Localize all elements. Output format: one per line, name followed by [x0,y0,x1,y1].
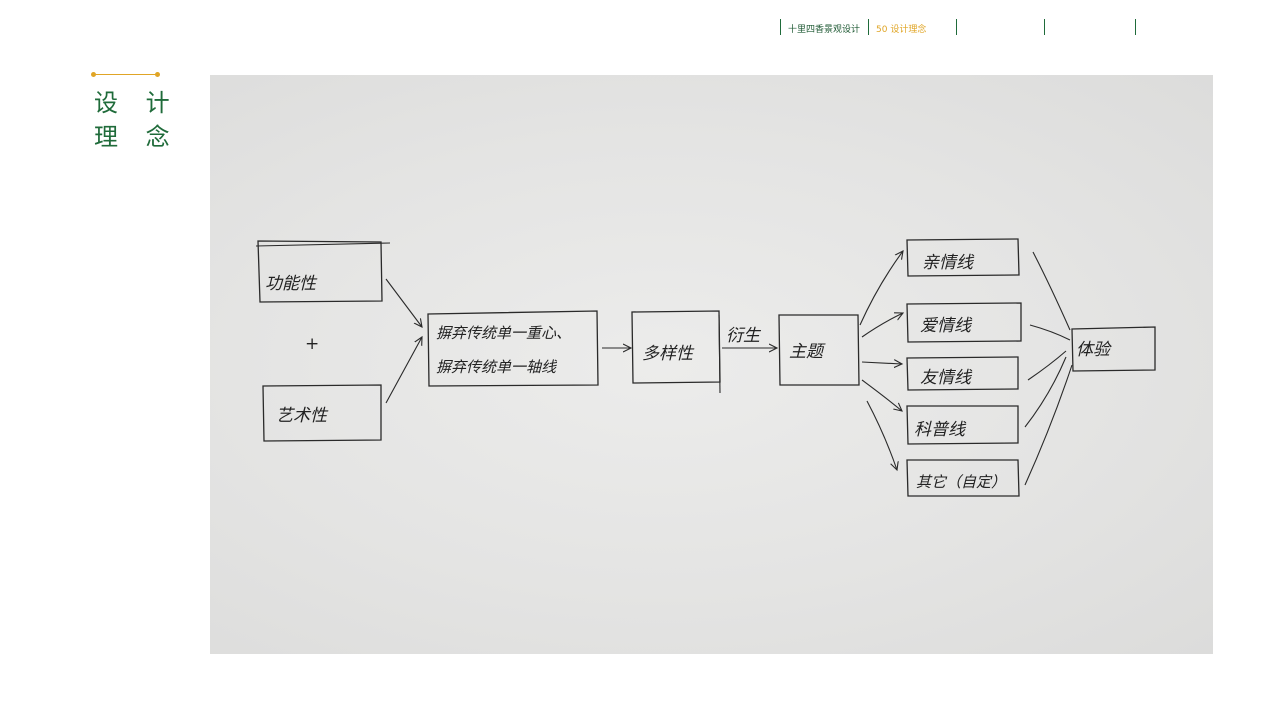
arrow [861,362,902,364]
arrow [861,313,903,338]
converge-line [1024,364,1073,486]
nav-item-project[interactable]: 十里四香景观设计 [788,25,861,35]
box-diversity-label: 多样性 [642,344,695,364]
plus-sign: + [305,334,319,354]
nav-separator [1044,19,1045,35]
center-text-line1: 摒弃传统单一重心、 [436,324,571,342]
page-title-line1: 设 计 [94,89,180,117]
nav-separator [780,19,781,35]
box-artistry: 艺术性 [262,384,382,442]
nav-separator [1135,19,1136,35]
nav-item-design-concept[interactable]: 50 设计理念 [876,25,927,35]
arrow [385,278,422,327]
concept-sketch-photo: 功能性 + 艺术性 摒弃传统单一重心、 摒弃传统单一轴线 多样性 [210,75,1213,654]
title-accent-dot [91,72,96,77]
branch-love-line: 爱情线 [906,302,1022,343]
arrow [861,379,902,411]
branch-label: 亲情线 [922,253,975,273]
box-theme: 主题 [778,314,860,386]
arrow [866,400,897,470]
converge-line [1027,350,1067,381]
box-experience: 体验 [1071,326,1156,372]
branch-friendship-line: 友情线 [906,356,1019,391]
box-diversity: 多样性 [631,310,721,394]
branch-science-line: 科普线 [906,405,1019,445]
arrow [385,337,422,404]
branch-label: 其它（自定） [916,473,1006,491]
concept-flow-diagram: 功能性 + 艺术性 摒弃传统单一重心、 摒弃传统单一轴线 多样性 [255,238,1156,497]
branch-label: 友情线 [920,368,973,388]
branch-label: 爱情线 [920,316,973,336]
box-break-tradition: 摒弃传统单一重心、 摒弃传统单一轴线 [427,310,599,387]
title-accent-line [93,74,157,75]
converge-line [1029,324,1071,341]
box-experience-label: 体验 [1076,340,1112,360]
page-title-line2: 理 念 [94,123,180,151]
derive-label: 衍生 [726,326,762,346]
branch-other-line: 其它（自定） [906,459,1020,497]
converge-line [1024,356,1067,428]
box-functionality-label: 功能性 [265,274,318,294]
arrow [859,251,903,326]
title-accent-dot [155,72,160,77]
nav-separator [956,19,957,35]
converge-line [1032,251,1071,331]
nav-separator [868,19,869,35]
box-artistry-label: 艺术性 [276,406,329,426]
branch-family-line: 亲情线 [906,238,1020,277]
box-functionality: 功能性 [255,240,391,303]
box-theme-label: 主题 [789,342,826,362]
center-text-line2: 摒弃传统单一轴线 [436,358,558,376]
branch-label: 科普线 [914,420,967,440]
